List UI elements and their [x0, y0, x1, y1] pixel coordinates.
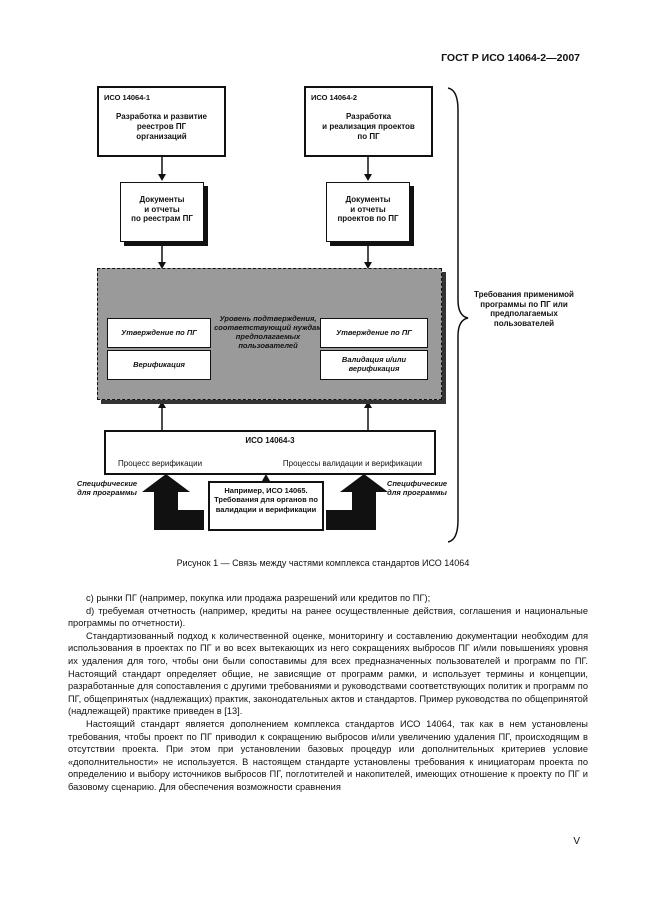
- iso-14064-2-text: Разработка и реализация проектов по ПГ: [306, 112, 431, 142]
- text-line: и отчеты: [350, 204, 386, 214]
- document-code: ГОСТ Р ИСО 14064-2—2007: [441, 52, 580, 64]
- text-line: и реализация проектов: [322, 122, 415, 131]
- list-item-d: d) требуемая отчетность (например, креди…: [68, 605, 588, 629]
- program-requirements-label: Требования применимой программы по ПГ ил…: [474, 290, 574, 328]
- text-line: Разработка и развитие: [116, 112, 207, 121]
- text-line: Документы: [139, 195, 185, 204]
- big-arrow-right: [326, 474, 388, 530]
- page-number: V: [573, 836, 580, 847]
- left-verification: Верификация: [107, 350, 211, 380]
- iso-14064-1-title: ИСО 14064-1: [104, 93, 151, 102]
- arrowhead-box3-right: [364, 401, 372, 408]
- arrowhead-doc2-gray: [364, 262, 372, 269]
- text-line: Разработка: [345, 112, 392, 121]
- iso-14064-1-text: Разработка и развитие реестров ПГ органи…: [99, 112, 224, 142]
- text-line: по реестрам ПГ: [131, 214, 193, 224]
- iso-14064-1-box: ИСО 14064-1 Разработка и развитие реестр…: [97, 86, 226, 157]
- paragraph-1: Стандартизованный подход к количественно…: [68, 630, 588, 717]
- text-line: реестров ПГ: [136, 122, 187, 131]
- text-line: проектов по ПГ: [337, 214, 399, 224]
- body-text: c) рынки ПГ (например, покупка или прода…: [68, 592, 588, 794]
- documents-registries: Документы и отчеты по реестрам ПГ: [120, 182, 204, 242]
- text-line: Документы: [345, 195, 391, 204]
- verification-process: Процесс верификации: [118, 459, 203, 468]
- paragraph-2: Настоящий стандарт является дополнением …: [68, 718, 588, 792]
- iso-14064-2-box: ИСО 14064-2 Разработка и реализация прое…: [304, 86, 433, 157]
- validation-verification-processes: Процессы валидации и верификации: [282, 459, 422, 468]
- arrowhead-doc1-gray: [158, 262, 166, 269]
- text-line: по ПГ: [357, 132, 380, 141]
- arrowhead-box1-doc1: [158, 174, 166, 181]
- arrowhead-box2-doc2: [364, 174, 372, 181]
- iso-14065-box: Например, ИСО 14065. Требования для орга…: [208, 481, 324, 531]
- big-arrow-left: [142, 474, 204, 530]
- right-brace: [447, 87, 469, 543]
- right-ghg-statement: Утверждение по ПГ: [320, 318, 428, 348]
- figure-diagram: ИСО 14064-1 Разработка и развитие реестр…: [76, 86, 574, 543]
- iso-14064-3-title: ИСО 14064-3: [245, 436, 295, 445]
- text-line: организаций: [136, 132, 187, 141]
- left-ghg-statement: Утверждение по ПГ: [107, 318, 211, 348]
- assurance-level-text: Уровень подтверждения, соответствующий н…: [214, 314, 322, 350]
- arrowhead-center-box3: [262, 474, 270, 481]
- list-item-c: c) рынки ПГ (например, покупка или прода…: [86, 593, 431, 603]
- documents-projects: Документы и отчеты проектов по ПГ: [326, 182, 410, 242]
- iso-14064-2-title: ИСО 14064-2: [311, 93, 358, 102]
- figure-caption: Рисунок 1 — Связь между частями комплекс…: [176, 558, 470, 568]
- right-validation-verification: Валидация и/или верификация: [320, 350, 428, 380]
- program-specific-left: Специфические для программы: [76, 479, 138, 497]
- program-specific-right: Специфические для программы: [386, 479, 448, 497]
- text-line: и отчеты: [144, 204, 180, 214]
- diagram-connectors: [142, 87, 469, 543]
- iso-14064-3-box: ИСО 14064-3 Процесс верификации Процессы…: [104, 430, 436, 475]
- arrowhead-box3-left: [158, 401, 166, 408]
